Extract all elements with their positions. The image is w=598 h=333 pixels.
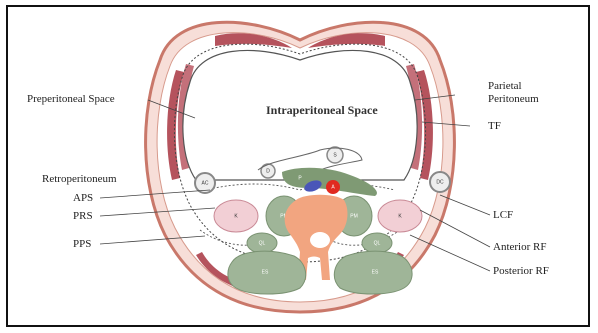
label-peritoneum: Peritoneum xyxy=(488,93,539,106)
erector-left-label: ES xyxy=(262,269,269,275)
label-retroperitoneum: Retroperitoneum xyxy=(42,173,117,186)
label-parietal: Parietal xyxy=(488,80,522,93)
label-posterior-rf: Posterior RF xyxy=(493,265,549,278)
label-intraperitoneal-space: Intraperitoneal Space xyxy=(266,104,378,117)
quadratus-left-label: QL xyxy=(259,240,266,246)
colon-right-label: DC xyxy=(436,179,444,185)
label-prs: PRS xyxy=(73,210,93,223)
duodenum-label: D xyxy=(266,168,270,174)
label-lcf: LCF xyxy=(493,209,513,222)
psoas-right-label: PM xyxy=(350,213,358,219)
colon-left-label: AC xyxy=(202,180,209,186)
quadratus-right-label: QL xyxy=(374,240,381,246)
label-tf: TF xyxy=(488,120,501,133)
label-preperitoneal-space: Preperitoneal Space xyxy=(27,93,115,106)
erector-right-label: ES xyxy=(372,269,379,275)
label-anterior-rf: Anterior RF xyxy=(493,241,546,254)
label-aps: APS xyxy=(73,192,93,205)
spinal-canal xyxy=(310,232,330,248)
label-pps: PPS xyxy=(73,238,91,251)
